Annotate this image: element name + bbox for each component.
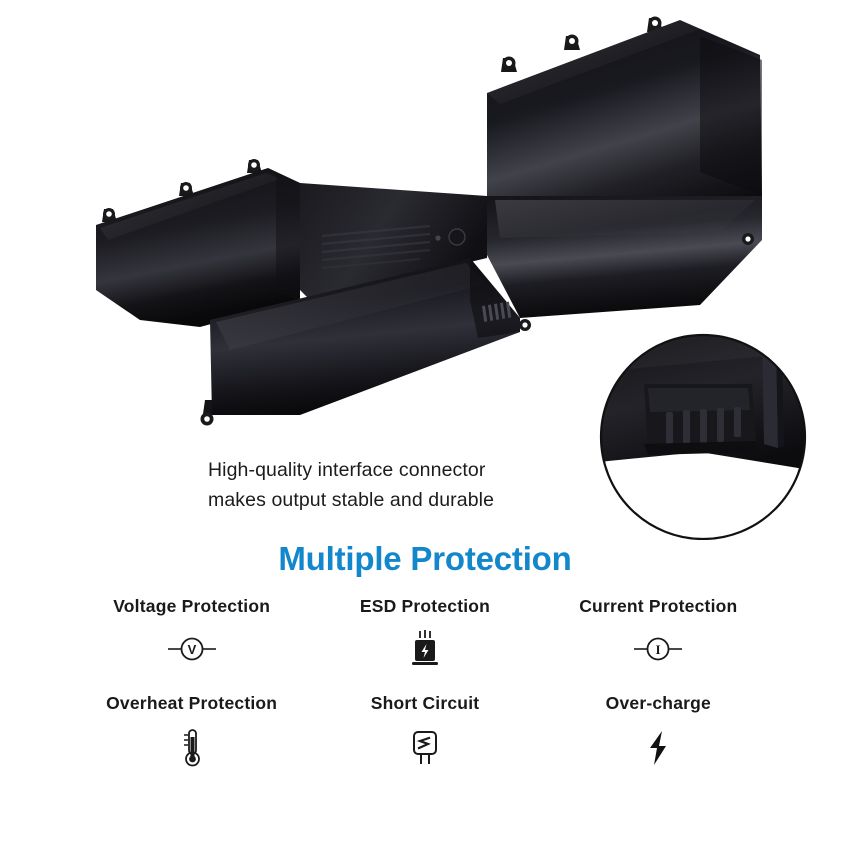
esd-device-icon xyxy=(408,628,442,670)
mounting-tab-group-left xyxy=(102,159,262,222)
caption-line-2: makes output stable and durable xyxy=(208,489,495,511)
connector-caption: High-quality interface connector makes o… xyxy=(208,455,608,515)
page-title: Multiple Protection xyxy=(278,540,572,577)
caption-line-1: High-quality interface connector xyxy=(208,459,486,481)
thermometer-icon xyxy=(179,727,205,769)
protection-label-overheat: Overheat Protection xyxy=(106,693,278,713)
interface-connector-pins xyxy=(482,301,512,322)
protection-row-2: Overheat Protection Short Circuit xyxy=(75,693,775,769)
protection-item-overheat: Overheat Protection xyxy=(75,693,308,769)
protection-item-current: Current Protection I xyxy=(542,596,775,670)
connector-pin-group xyxy=(666,407,741,446)
protection-item-over-charge: Over-charge xyxy=(542,693,775,769)
protection-row-1: Voltage Protection V ESD Protection xyxy=(75,596,775,670)
protection-label-over-charge: Over-charge xyxy=(605,693,711,713)
protection-label-current: Current Protection xyxy=(579,596,738,616)
svg-text:V: V xyxy=(187,642,196,657)
protection-label-voltage: Voltage Protection xyxy=(113,596,271,616)
protection-label-short-circuit: Short Circuit xyxy=(370,693,480,713)
protection-item-esd: ESD Protection xyxy=(308,596,541,670)
svg-text:I: I xyxy=(656,642,661,657)
protection-item-short-circuit: Short Circuit xyxy=(308,693,541,769)
connector-closeup-inset xyxy=(599,333,807,540)
vent-ribs xyxy=(321,224,431,269)
short-circuit-icon xyxy=(408,727,442,769)
battery-cell-left xyxy=(96,159,300,327)
battery-cell-bottom xyxy=(200,258,531,426)
protection-feature-grid: Voltage Protection V ESD Protection xyxy=(75,596,775,769)
battery-cell-upper-right xyxy=(487,16,762,253)
battery-product-image xyxy=(96,16,807,540)
protection-item-voltage: Voltage Protection V xyxy=(75,596,308,670)
voltmeter-icon: V xyxy=(165,628,219,670)
battery-cell-right-middle xyxy=(487,196,762,318)
battery-controller-spine xyxy=(300,183,487,300)
mounting-tab-group-top xyxy=(501,16,663,72)
lightning-bolt-icon xyxy=(643,727,673,769)
protection-label-esd: ESD Protection xyxy=(359,596,491,616)
ammeter-icon: I xyxy=(631,628,685,670)
